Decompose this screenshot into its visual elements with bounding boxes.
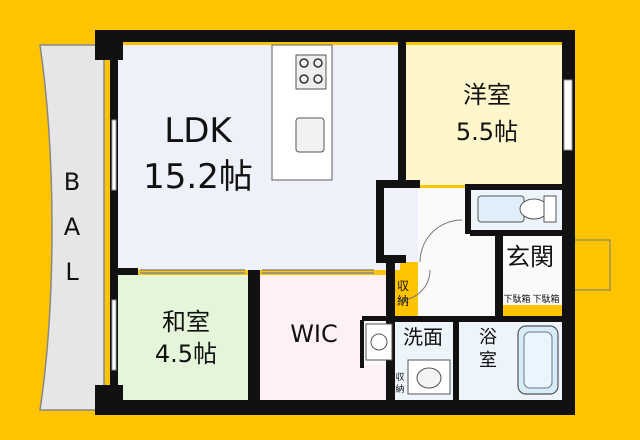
washing-machine-icon — [365, 323, 393, 361]
balcony-letter-l: L — [65, 258, 79, 286]
yoshitsu-room — [404, 45, 562, 185]
wic-label: WIC — [290, 320, 338, 348]
senmen-label: 洗面 — [403, 325, 443, 349]
shuno-label-2-top: 収 — [395, 371, 404, 383]
balcony-letter-a: A — [64, 213, 81, 241]
genkan-label: 玄関 — [506, 243, 554, 271]
ldk-room — [118, 45, 400, 270]
shuno-label-2-bottom: 納 — [395, 383, 404, 395]
washitsu-label: 和室 — [162, 308, 210, 336]
getabako-label-1: 下駄箱 — [503, 293, 530, 305]
toilet-icon — [477, 195, 557, 223]
washitsu-room — [118, 275, 248, 400]
bathtub-icon — [517, 325, 559, 395]
sliding-doors — [140, 269, 374, 274]
getabako-label-2: 下駄箱 — [532, 293, 559, 305]
balcony: B A L — [39, 44, 105, 411]
sink-icon — [295, 117, 325, 153]
yoshitsu-size-label: 5.5帖 — [456, 118, 518, 146]
ldk-room-extension — [388, 185, 418, 262]
ldk-size-label: 15.2帖 — [143, 157, 253, 197]
door-swings — [399, 219, 611, 301]
kitchen-counter — [271, 44, 333, 181]
yoku-label-2: 室 — [479, 350, 497, 371]
ldk-label: LDK — [164, 111, 233, 151]
windows — [111, 79, 573, 371]
yoshitsu-label: 洋室 — [463, 81, 511, 109]
shuno-label-1-top: 収 — [397, 279, 409, 293]
shuno-label-1-bottom: 納 — [397, 294, 409, 308]
wash-basin-icon — [407, 359, 451, 395]
yoku-label: 浴 — [479, 327, 497, 348]
genkan-floor — [500, 235, 562, 305]
balcony-letter-b: B — [64, 168, 80, 196]
washitsu-size-label: 4.5帖 — [155, 340, 217, 368]
